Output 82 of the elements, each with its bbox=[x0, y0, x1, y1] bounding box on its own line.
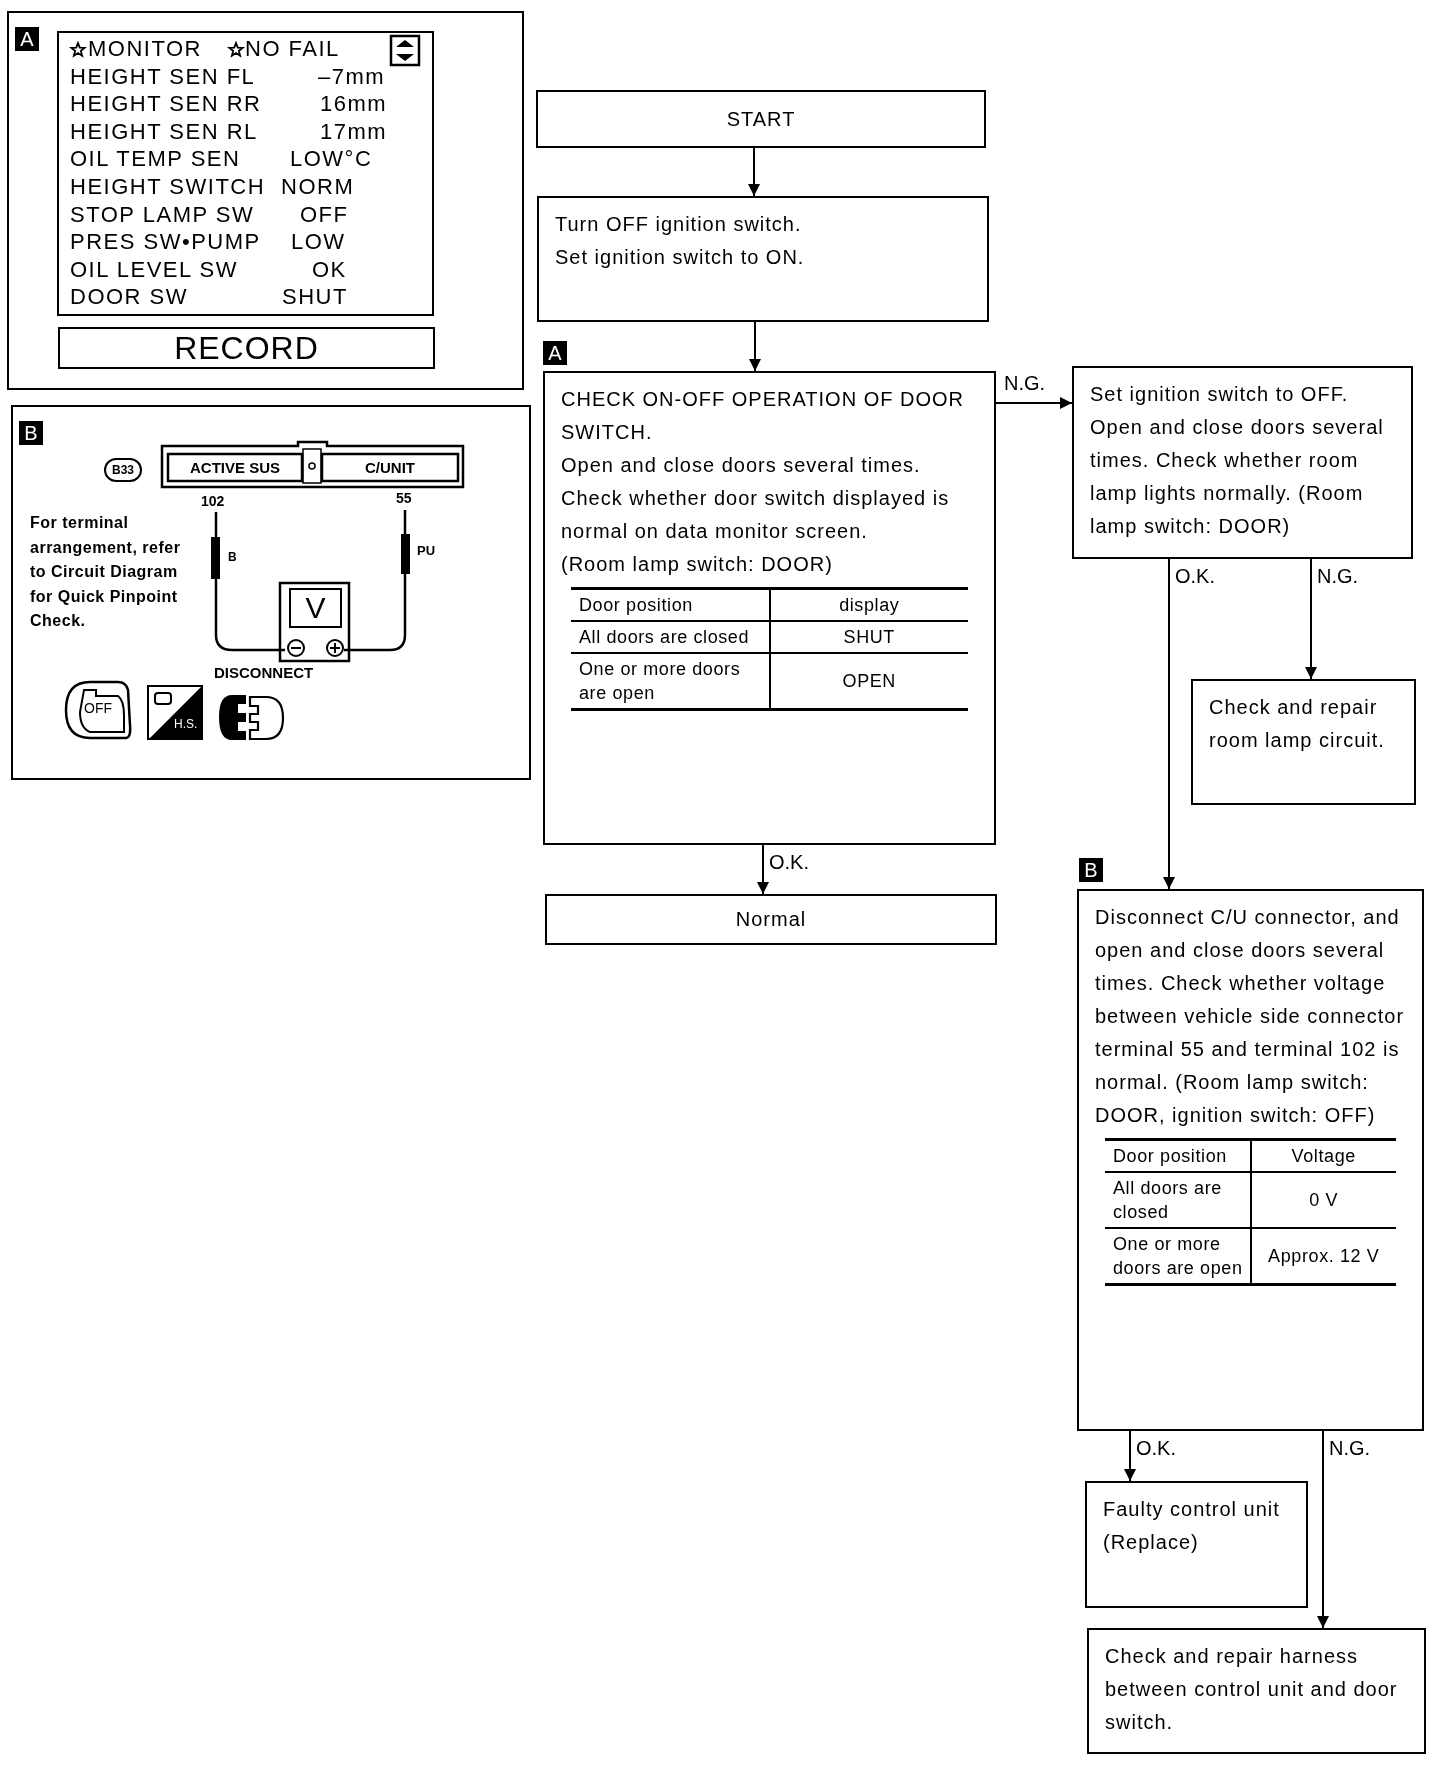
terminal-box bbox=[545, 894, 997, 945]
table-cell: display bbox=[769, 588, 968, 621]
table-cell: SHUT bbox=[769, 621, 968, 653]
screen-text: 17mm bbox=[320, 118, 388, 145]
arrow bbox=[757, 844, 769, 895]
step-text: Check and repair room lamp circuit. bbox=[1209, 695, 1386, 753]
table-cell: 0 V bbox=[1250, 1172, 1396, 1228]
step-text: Set ignition switch to OFF. Open and close doors several times. Check whether room lamp lights normally. (Room lamp switch: DOOR) bbox=[1090, 382, 1385, 539]
arrow bbox=[1163, 558, 1175, 890]
section-badge: B bbox=[1079, 858, 1103, 882]
screen-text: HEIGHT SWITCH bbox=[70, 174, 266, 200]
step-text: CHECK ON-OFF OPERATION OF DOOR SWITCH. bbox=[561, 387, 965, 445]
connector-label: C/UNIT bbox=[364, 458, 416, 478]
meter-symbol: V bbox=[304, 590, 327, 626]
disconnect-text: DISCONNECT bbox=[214, 664, 314, 681]
screen-text: OK bbox=[312, 256, 347, 283]
screen-text: OFF bbox=[300, 201, 349, 228]
table-cell: All doors are closed bbox=[1105, 1172, 1251, 1228]
process-box bbox=[1191, 679, 1416, 805]
terminal-number: 55 bbox=[396, 490, 412, 506]
display-screen bbox=[57, 31, 434, 316]
step-text: Normal bbox=[735, 907, 807, 932]
step-text: START bbox=[726, 106, 796, 132]
panel-badge: B bbox=[19, 421, 43, 445]
screen-text: DOOR SW bbox=[70, 284, 189, 311]
step-text: Disconnect C/U connector, and open and close doors several times. Check whether voltage between vehicle side connector terminal 55 and terminal 102 is normal. (Room lamp switch: DOOR, ignition switch: OFF) bbox=[1095, 905, 1406, 1128]
wire-color: B bbox=[228, 550, 237, 564]
screen-text: NO FAIL bbox=[245, 36, 340, 62]
table-cell: OPEN bbox=[769, 653, 968, 710]
table-cell: Door position bbox=[1105, 1139, 1251, 1172]
connector-label: ACTIVE SUS bbox=[189, 458, 281, 478]
screen-text: SHUT bbox=[282, 284, 348, 311]
process-box bbox=[1087, 1628, 1426, 1754]
figure-panel bbox=[7, 11, 524, 390]
process-box bbox=[1085, 1481, 1308, 1608]
process-box bbox=[543, 371, 996, 845]
step-text: Turn OFF ignition switch. bbox=[555, 212, 803, 237]
step-text: (Room lamp switch: DOOR) bbox=[561, 552, 834, 577]
section-badge: A bbox=[543, 341, 567, 365]
screen-text: NORM bbox=[281, 174, 355, 200]
record-text: RECORD bbox=[174, 329, 319, 367]
symbol-text: H.S. bbox=[174, 717, 198, 731]
key-text: OFF bbox=[84, 700, 113, 716]
table-cell: One or more doors are open bbox=[1105, 1228, 1251, 1285]
screen-text: OIL LEVEL SW bbox=[70, 256, 238, 283]
arrow bbox=[1305, 558, 1317, 680]
table-cell: All doors are closed bbox=[571, 621, 770, 653]
screen-text: 16mm bbox=[320, 91, 388, 118]
screen-text: OIL TEMP SEN bbox=[70, 146, 241, 173]
arrow bbox=[1124, 1430, 1136, 1482]
step-text: Open and close doors several times. Check whether door switch displayed is normal on data monitor screen. bbox=[561, 453, 951, 544]
screen-text: LOW°C bbox=[290, 146, 373, 173]
arrow bbox=[748, 147, 760, 197]
screen-text: HEIGHT SEN RL bbox=[70, 118, 258, 145]
process-box bbox=[1077, 889, 1424, 1431]
screen-text: PRES SW•PUMP bbox=[70, 229, 261, 256]
table-cell: Door position bbox=[571, 588, 770, 621]
step-text: Set ignition switch to ON. bbox=[555, 245, 806, 270]
terminal-number: 102 bbox=[201, 493, 225, 509]
terminal-box bbox=[536, 90, 986, 148]
screen-text: STOP LAMP SW bbox=[70, 201, 255, 228]
screen-text: HEIGHT SEN RR bbox=[70, 91, 262, 118]
screen-text: HEIGHT SEN FL bbox=[70, 63, 256, 90]
record-bar bbox=[58, 327, 435, 369]
arrow bbox=[1317, 1430, 1329, 1629]
screen-text: MONITOR bbox=[88, 36, 202, 62]
arrow bbox=[749, 321, 761, 372]
screen-text: –7mm bbox=[318, 63, 386, 90]
connector-id: B33 bbox=[104, 458, 142, 482]
panel-badge: A bbox=[15, 27, 39, 51]
table-cell: One or more doors are open bbox=[571, 653, 770, 710]
step-text: Check and repair harness between control unit and door switch. bbox=[1105, 1644, 1399, 1735]
screen-text: LOW bbox=[291, 229, 346, 256]
note-text: For terminal arrangement, refer to Circuit Diagram for Quick Pinpoint Check. bbox=[30, 513, 182, 631]
arrow bbox=[995, 397, 1073, 409]
table-cell: Voltage bbox=[1250, 1139, 1396, 1172]
step-text: Faulty control unit (Replace) bbox=[1103, 1497, 1281, 1555]
figure-panel bbox=[11, 405, 531, 780]
table-cell: Approx. 12 V bbox=[1250, 1228, 1396, 1285]
wire-color: PU bbox=[417, 543, 436, 558]
process-box bbox=[537, 196, 989, 322]
process-box bbox=[1072, 366, 1413, 559]
